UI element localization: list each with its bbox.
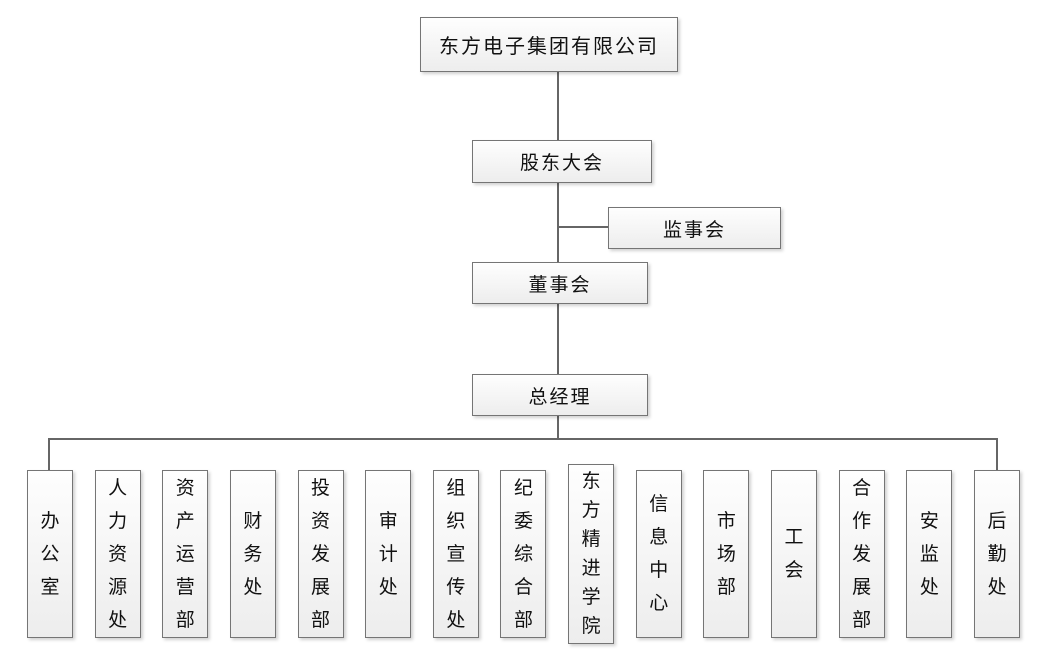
- department-box: 资产运营部: [162, 470, 209, 638]
- department-box: 审计处: [365, 470, 412, 638]
- connector-board-to-gm: [557, 304, 559, 374]
- department-label-char: 后: [987, 510, 1007, 532]
- node-board-of-directors: 董事会: [472, 262, 648, 304]
- department-label-char: 运: [175, 543, 195, 565]
- department-label-char: 纪: [513, 477, 533, 499]
- department-label-char: 源: [108, 576, 128, 598]
- department-box: 投资发展部: [297, 470, 344, 638]
- department-box: 办公室: [27, 470, 73, 638]
- department-label-char: 处: [987, 576, 1007, 598]
- department-box: 组织宣传处: [432, 470, 479, 638]
- department-label-char: 投: [311, 477, 331, 499]
- department-label-char: 息: [649, 527, 669, 548]
- department-label-char: 部: [716, 576, 736, 598]
- department-label-char: 室: [40, 576, 60, 598]
- department-label-char: 方: [581, 500, 601, 521]
- department-label-char: 作: [852, 510, 872, 532]
- department-label-char: 发: [852, 543, 872, 565]
- connector-shareholders-to-board: [557, 183, 559, 263]
- department-label-char: 力: [108, 510, 128, 532]
- department-label-char: 织: [446, 510, 466, 532]
- department-box: 人力资源处: [94, 470, 141, 638]
- department-label-char: 部: [852, 609, 872, 631]
- department-label-char: 中: [649, 560, 669, 581]
- department-label-char: 场: [716, 543, 736, 565]
- department-label-char: 勤: [987, 543, 1007, 565]
- node-supervisory-board: 监事会: [608, 207, 781, 249]
- department-label-char: 处: [919, 576, 939, 598]
- department-label-char: 部: [513, 609, 533, 631]
- department-box: 合作发展部: [838, 470, 885, 638]
- connector-company-to-shareholders: [557, 72, 559, 140]
- department-label-char: 处: [243, 576, 263, 598]
- department-label-char: 东: [581, 471, 601, 492]
- department-box: 市场部: [703, 470, 750, 638]
- department-box: 后勤处: [973, 470, 1020, 638]
- department-box: 工会: [771, 470, 818, 638]
- department-box: 安监处: [906, 470, 953, 638]
- department-label-char: 展: [311, 576, 331, 598]
- department-label-char: 监: [919, 543, 939, 565]
- departments-row: 办公室人力资源处资产运营部财务处投资发展部审计处组织宣传处纪委综合部东方精进学院…: [27, 464, 1020, 656]
- department-label-char: 展: [852, 576, 872, 598]
- connector-rail-drop-right: [996, 438, 998, 474]
- department-label-char: 部: [175, 609, 195, 631]
- department-label-char: 合: [852, 477, 872, 499]
- department-label-char: 办: [40, 510, 60, 532]
- department-label-char: 发: [311, 543, 331, 565]
- department-label-char: 营: [175, 576, 195, 598]
- department-label-char: 学: [581, 587, 601, 608]
- department-label-char: 处: [108, 609, 128, 631]
- department-label-char: 宣: [446, 543, 466, 565]
- department-label-char: 精: [581, 529, 601, 550]
- connector-rail-drop-left: [48, 438, 50, 470]
- node-general-manager: 总经理: [472, 374, 648, 416]
- department-label-char: 处: [378, 576, 398, 598]
- node-company: 东方电子集团有限公司: [420, 17, 678, 72]
- department-label-char: 资: [175, 477, 195, 499]
- department-label-char: 市: [716, 510, 736, 532]
- department-label-char: 计: [378, 543, 398, 565]
- department-label-char: 部: [311, 609, 331, 631]
- department-label-char: 心: [649, 593, 669, 614]
- department-label-char: 资: [311, 510, 331, 532]
- department-label-char: 资: [108, 543, 128, 565]
- department-box: 东方精进学院: [568, 464, 615, 644]
- department-label-char: 信: [649, 494, 669, 515]
- department-label-char: 合: [513, 576, 533, 598]
- department-box: 纪委综合部: [500, 470, 547, 638]
- department-label-char: 财: [243, 510, 263, 532]
- department-label-char: 工: [784, 527, 804, 548]
- connector-gm-to-rail: [557, 416, 559, 440]
- department-label-char: 产: [175, 510, 195, 532]
- department-label-char: 安: [919, 510, 939, 532]
- department-box: 信息中心: [635, 470, 682, 638]
- department-label-char: 组: [446, 477, 466, 499]
- department-label-char: 综: [513, 543, 533, 565]
- department-label-char: 审: [378, 510, 398, 532]
- node-shareholders-meeting: 股东大会: [472, 140, 652, 183]
- department-label-char: 院: [581, 616, 601, 637]
- connector-branch-to-supervisory: [557, 226, 609, 228]
- department-label-char: 委: [513, 510, 533, 532]
- department-box: 财务处: [229, 470, 276, 638]
- department-label-char: 人: [108, 477, 128, 499]
- department-label-char: 会: [784, 560, 804, 581]
- department-label-char: 进: [581, 558, 601, 579]
- department-label-char: 公: [40, 543, 60, 565]
- connector-rail-horizontal: [48, 438, 998, 440]
- department-label-char: 处: [446, 609, 466, 631]
- department-label-char: 务: [243, 543, 263, 565]
- department-label-char: 传: [446, 576, 466, 598]
